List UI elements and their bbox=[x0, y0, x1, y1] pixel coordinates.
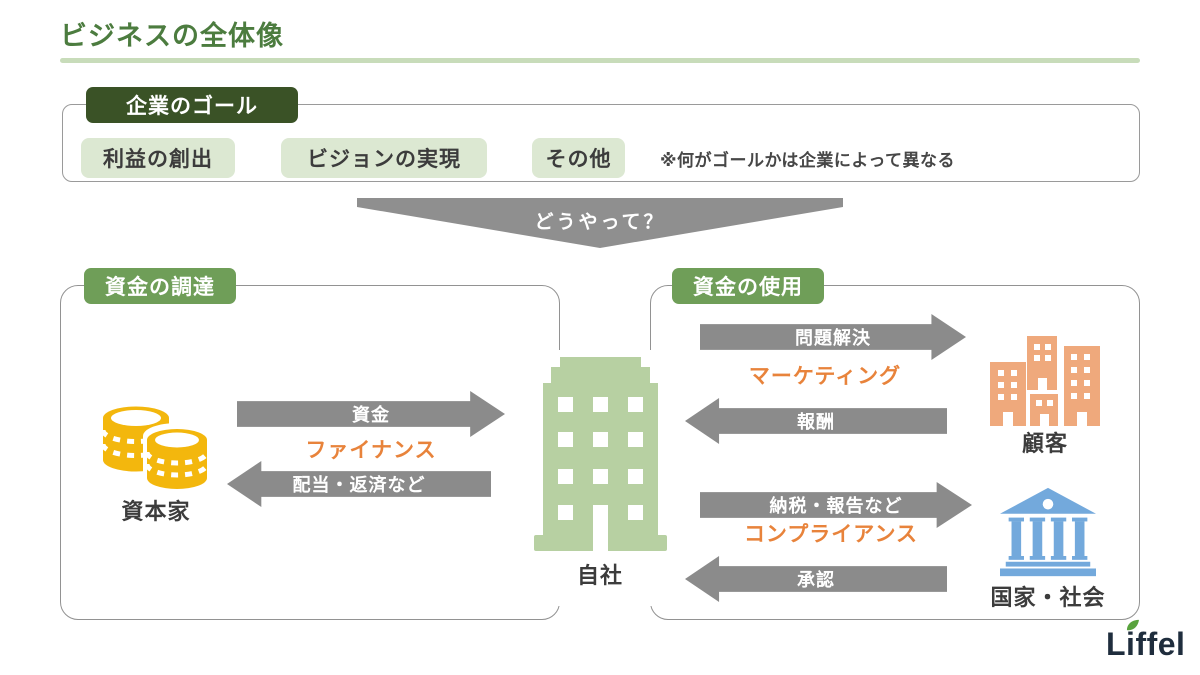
goal-tag-profit: 利益の創出 bbox=[81, 138, 235, 178]
company-label: 自社 bbox=[576, 563, 623, 588]
logo-text-l: L bbox=[1106, 626, 1127, 662]
goal-header-pill: 企業のゴール bbox=[86, 87, 298, 123]
goal-tag-other: その他 bbox=[532, 138, 625, 178]
leaf-icon bbox=[1126, 619, 1140, 631]
logo-text-rest: ffel bbox=[1135, 626, 1186, 662]
capitalist-label: 資本家 bbox=[121, 499, 191, 524]
company-building-icon bbox=[534, 357, 667, 551]
marketing-label: マーケティング bbox=[748, 365, 902, 388]
title-underline bbox=[60, 58, 1140, 63]
how-chevron-label: どうやって？ bbox=[534, 211, 666, 233]
compliance-label: コンプライアンス bbox=[743, 523, 919, 546]
goal-note: ※何がゴールかは企業によって異なる bbox=[660, 150, 955, 170]
page-title: ビジネスの全体像 bbox=[60, 21, 284, 51]
government-label: 国家・社会 bbox=[990, 585, 1106, 610]
finance-label: ファイナンス bbox=[305, 439, 437, 462]
customer-buildings-icon bbox=[990, 336, 1100, 426]
logo-text-i: i bbox=[1126, 626, 1136, 662]
customer-label: 顧客 bbox=[1021, 431, 1068, 456]
funding-panel-header: 資金の調達 bbox=[84, 268, 236, 304]
goal-tag-vision: ビジョンの実現 bbox=[281, 138, 487, 178]
usage-panel-header: 資金の使用 bbox=[672, 268, 824, 304]
capitalist-coins-icon bbox=[100, 406, 211, 493]
government-bank-icon bbox=[1000, 487, 1096, 577]
